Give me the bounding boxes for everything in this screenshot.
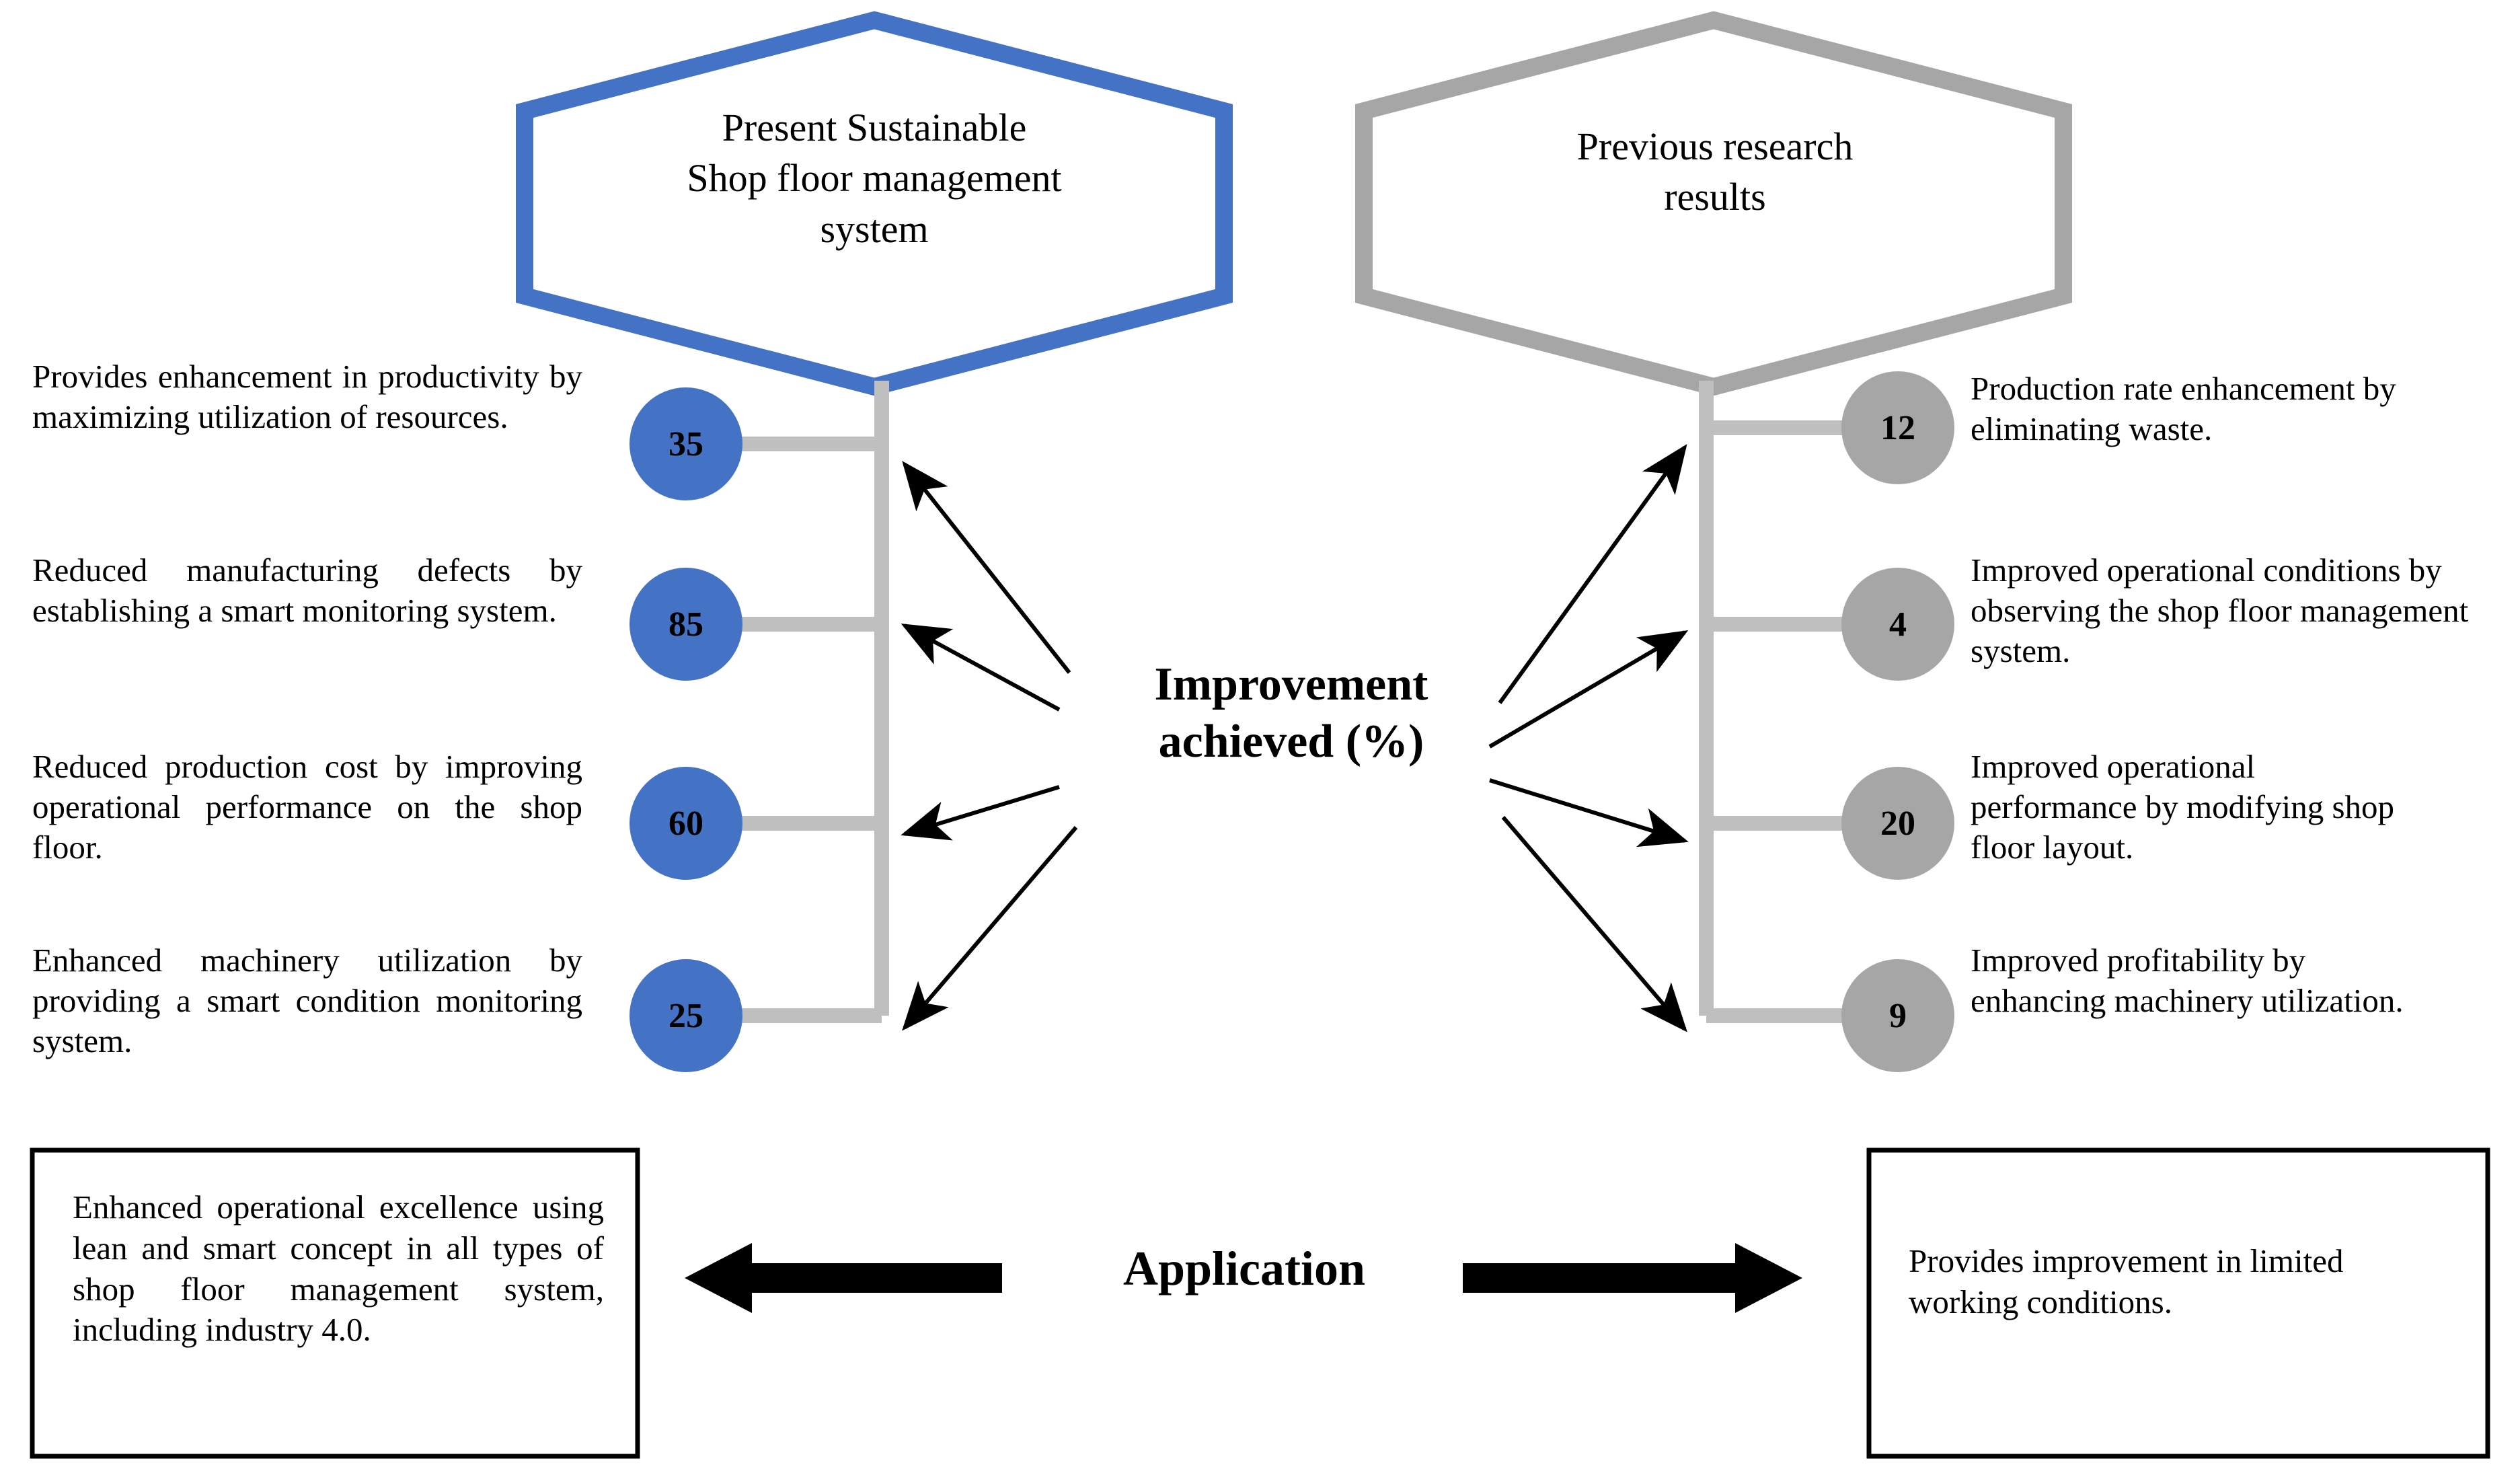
right-hexagon-label: Previous research results — [1375, 121, 2055, 223]
left-application-box — [30, 1148, 640, 1459]
arrow-right-3 — [1489, 778, 1689, 848]
right-item-text-4: Improved profitability by enhancing mach… — [1971, 942, 2404, 1019]
left-value-circle-2 — [629, 568, 742, 681]
application-arrow-left — [685, 1243, 1002, 1313]
arrow-left-2 — [901, 624, 1061, 712]
right-value-label-4: 9 — [1889, 996, 1907, 1035]
right-value-label-1: 12 — [1880, 408, 1915, 447]
right-hexagon-label-line-2: results — [1664, 175, 1766, 219]
arrow-left-3 — [901, 785, 1060, 841]
center-label-line-2: achieved (%) — [1158, 716, 1424, 768]
right-hexagon-label-line-1: Previous research — [1576, 124, 1854, 168]
center-to-right-arrows — [1488, 444, 1689, 1032]
left-value-label-4: 25 — [669, 996, 703, 1035]
left-hexagon-label-line-1: Present Sustainable — [722, 106, 1027, 149]
application-label: Application — [1122, 1242, 1366, 1295]
arrow-right-2 — [1488, 630, 1689, 749]
right-application-box — [1866, 1148, 2490, 1459]
left-value-label-1: 35 — [669, 424, 703, 463]
right-value-circle-3 — [1841, 767, 1954, 880]
right-value-label-2: 4 — [1889, 605, 1907, 644]
left-item-text-2: Reduced manufacturing defects by establi… — [32, 552, 582, 629]
arrow-left-1 — [902, 461, 1071, 674]
left-value-label-2: 85 — [669, 605, 703, 644]
right-value-circle-4 — [1841, 959, 1954, 1072]
right-item-text-1: Production rate enhancement by eliminati… — [1971, 370, 2396, 447]
left-hexagon-label-line-2: Shop floor management — [687, 156, 1062, 200]
left-value-circle-3 — [629, 767, 742, 880]
right-item-text-2: Improved operational conditions by obser… — [1971, 552, 2469, 669]
center-label-line-1: Improvement — [1154, 659, 1428, 710]
left-item-text-1: Provides enhancement in productivity by … — [32, 358, 582, 435]
left-item-text-4: Enhanced machinery utilization by provid… — [32, 942, 582, 1059]
arrow-right-1 — [1498, 444, 1687, 704]
center-improvement-label: Improvement achieved (%) — [1049, 656, 1533, 771]
right-item-text-3: Improved operational performance by modi… — [1971, 748, 2395, 866]
left-hexagon-label: Present Sustainable Shop floor managemen… — [535, 102, 1214, 254]
left-value-label-3: 60 — [669, 804, 703, 843]
left-hexagon-label-line-3: system — [820, 206, 929, 251]
right-value-label-3: 20 — [1880, 804, 1915, 843]
arrow-right-4 — [1501, 816, 1687, 1032]
right-connector-tree — [1699, 381, 1883, 1023]
right-application-box-text: Provides improvement in limited working … — [1909, 1242, 2344, 1320]
left-application-box-text: Enhanced operational excellence using le… — [73, 1189, 604, 1349]
left-value-circle-4 — [629, 959, 742, 1072]
left-item-text-3: Reduced production cost by improving ope… — [32, 748, 582, 866]
right-value-circle-2 — [1841, 568, 1954, 681]
right-value-circle-1 — [1841, 371, 1954, 484]
arrow-left-4 — [902, 826, 1078, 1031]
center-to-left-arrows — [901, 461, 1078, 1031]
left-value-circle-1 — [629, 387, 742, 500]
application-arrow-right — [1463, 1243, 1802, 1313]
